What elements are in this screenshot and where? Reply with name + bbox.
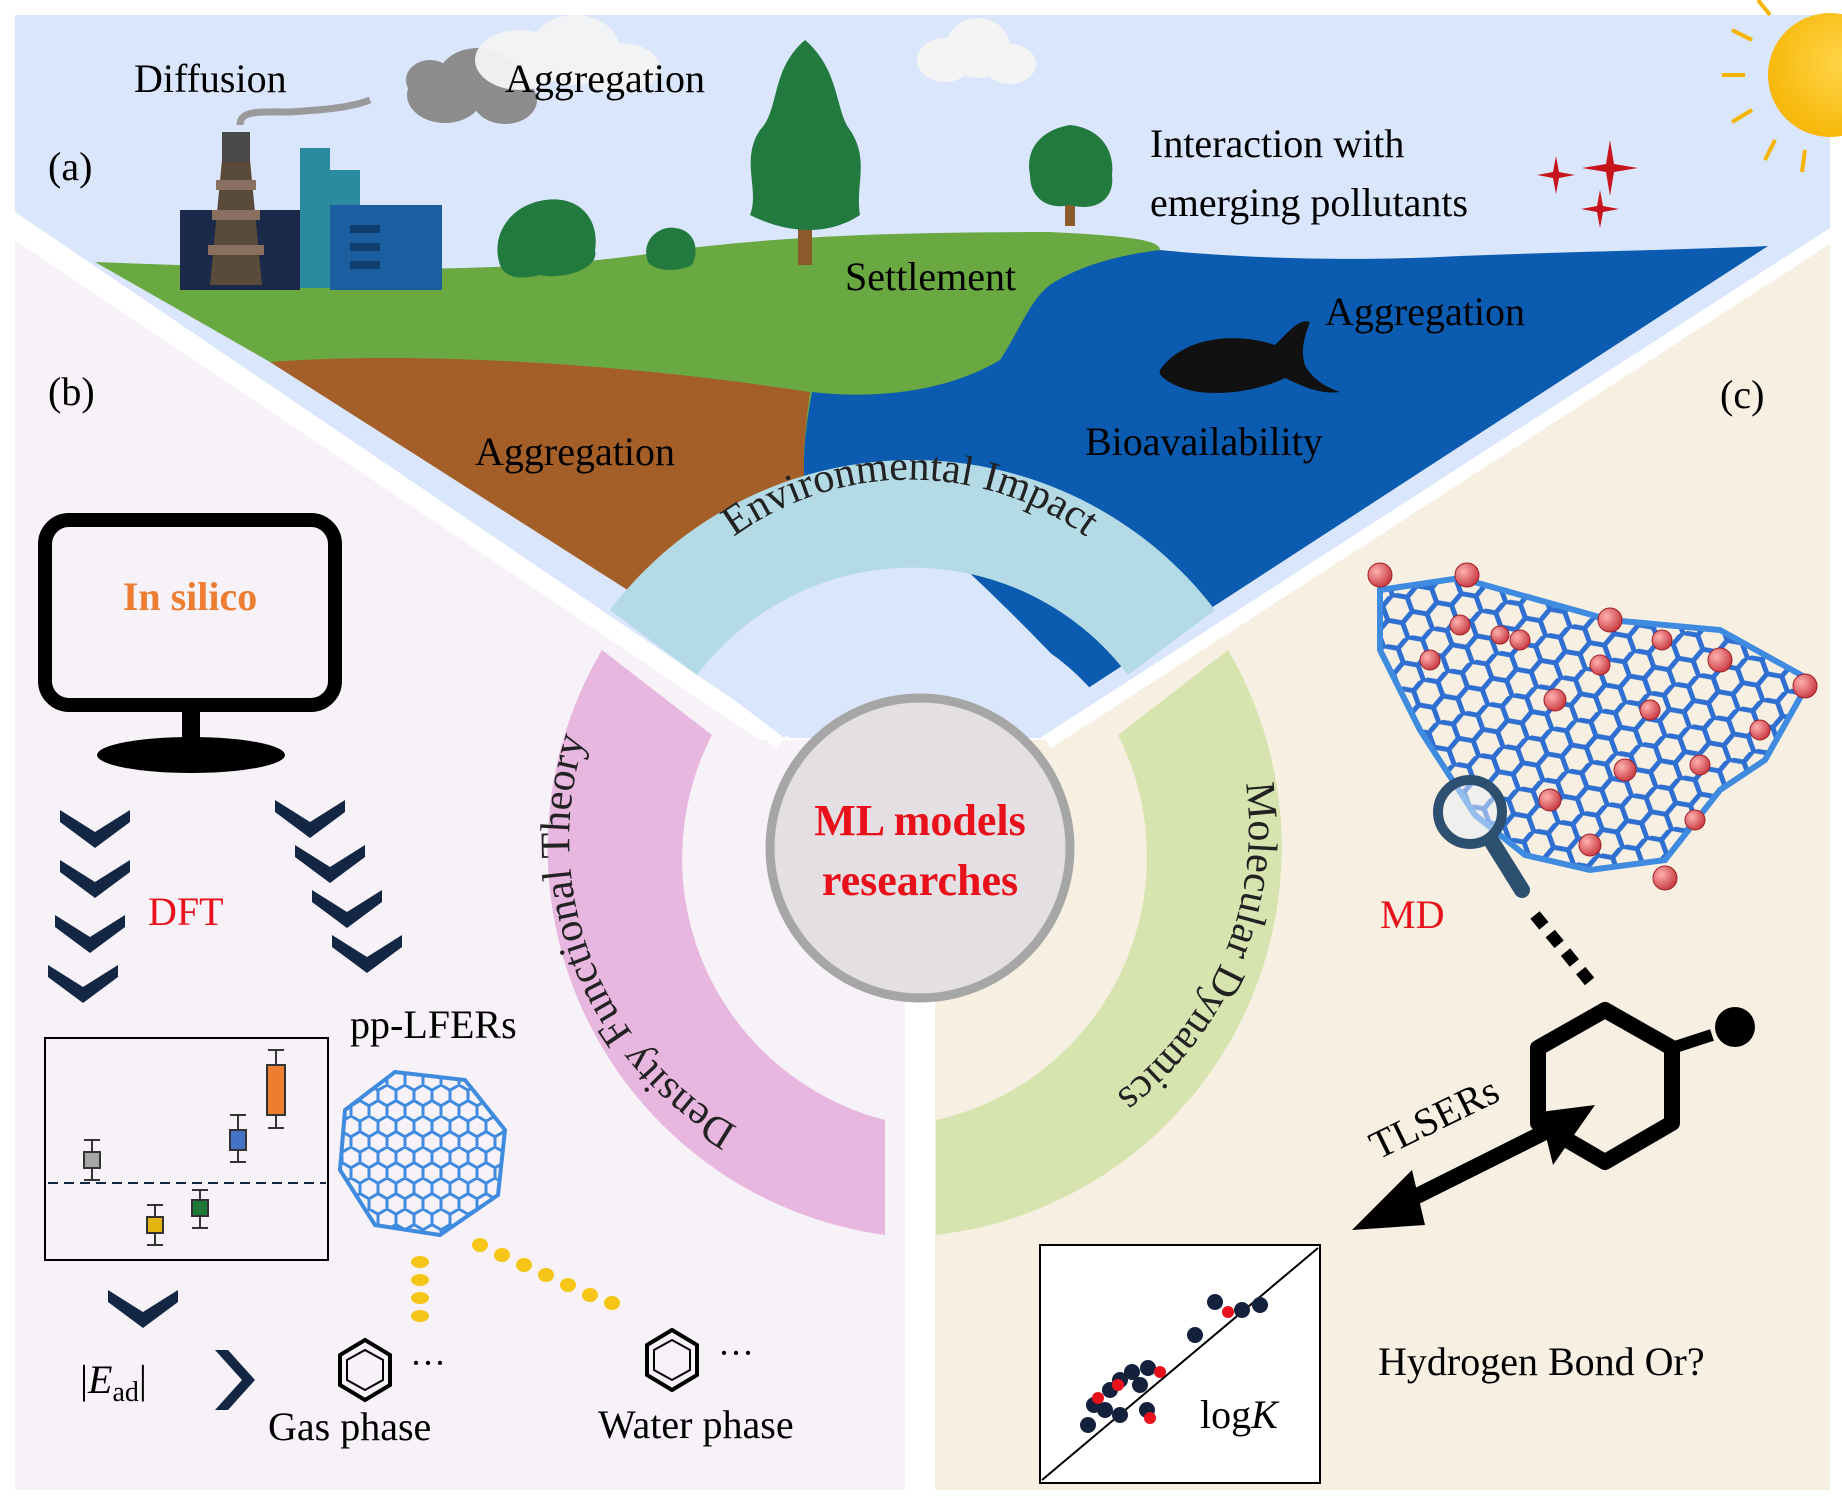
connector-dashed <box>1530 911 1600 992</box>
interaction-dots <box>411 1238 620 1322</box>
water-ellipsis: ··· <box>718 1333 754 1373</box>
label-interaction-line2: emerging pollutants <box>1150 180 1468 225</box>
double-arrow-icon <box>1352 1105 1595 1230</box>
graphene-flake-icon <box>337 1069 508 1238</box>
label-logk: logK <box>1200 1392 1280 1437</box>
label-diffusion: Diffusion <box>134 56 287 101</box>
chevron-down-icon <box>108 1290 178 1328</box>
label-aggregation-air: Aggregation <box>505 56 705 101</box>
divider-left <box>12 221 783 749</box>
divider-right <box>1045 233 1833 749</box>
fish-icon <box>1159 321 1340 394</box>
label-md: MD <box>1380 892 1444 937</box>
center-title-line2: researches <box>822 856 1018 905</box>
scatter-points <box>1080 1294 1268 1433</box>
label-aggregation-water: Aggregation <box>1325 289 1525 334</box>
tree-icon <box>750 40 861 265</box>
panel-b-tag: (b) <box>48 369 95 414</box>
scatter-fit-line <box>1041 1247 1319 1481</box>
label-settlement: Settlement <box>845 254 1016 299</box>
monitor-icon <box>38 513 342 773</box>
cloud-icon <box>475 15 660 93</box>
boxplot-marks <box>83 1049 286 1246</box>
bush-icon <box>497 199 696 278</box>
cloud-icon <box>917 18 1036 84</box>
center-circle <box>765 693 1075 1003</box>
ring-md <box>936 650 1282 1235</box>
label-gas-phase: Gas phase <box>268 1404 431 1449</box>
center-title-line1: ML models <box>814 796 1025 845</box>
label-aggregation-soil: Aggregation <box>475 429 675 474</box>
magnifier-icon <box>1433 775 1530 898</box>
sun-icon <box>1722 0 1842 173</box>
label-ead: |Ead| <box>80 1357 147 1408</box>
benzene-icon <box>645 1327 699 1393</box>
label-bioavailability: Bioavailability <box>1085 419 1323 464</box>
label-interaction-line1: Interaction with <box>1150 121 1404 166</box>
chevron-down-icon <box>48 800 402 1003</box>
sparkle-icon <box>1537 140 1638 228</box>
boxplot-frame <box>44 1037 329 1261</box>
left-panel-bg <box>15 240 905 1490</box>
benzene-icon <box>338 1337 392 1403</box>
ring-dft <box>547 650 885 1235</box>
panel-c-tag: (c) <box>1720 372 1764 417</box>
label-water-phase: Water phase <box>598 1402 794 1447</box>
label-dft: DFT <box>148 889 224 934</box>
monitor-text: In silico <box>123 574 257 619</box>
gas-ellipsis: ··· <box>410 1343 446 1383</box>
chevron-right-icon <box>215 1350 255 1410</box>
right-panel-bg <box>935 240 1830 1490</box>
molecule-icon <box>1530 1002 1755 1170</box>
tree-icon <box>1029 125 1113 226</box>
factory-icon <box>180 96 442 290</box>
panel-a-tag: (a) <box>48 144 92 189</box>
ring-environmental-impact <box>610 459 1215 675</box>
label-hydrogen-bond: Hydrogen Bond Or? <box>1378 1339 1705 1384</box>
label-pp-lfers: pp-LFERs <box>350 1002 517 1047</box>
